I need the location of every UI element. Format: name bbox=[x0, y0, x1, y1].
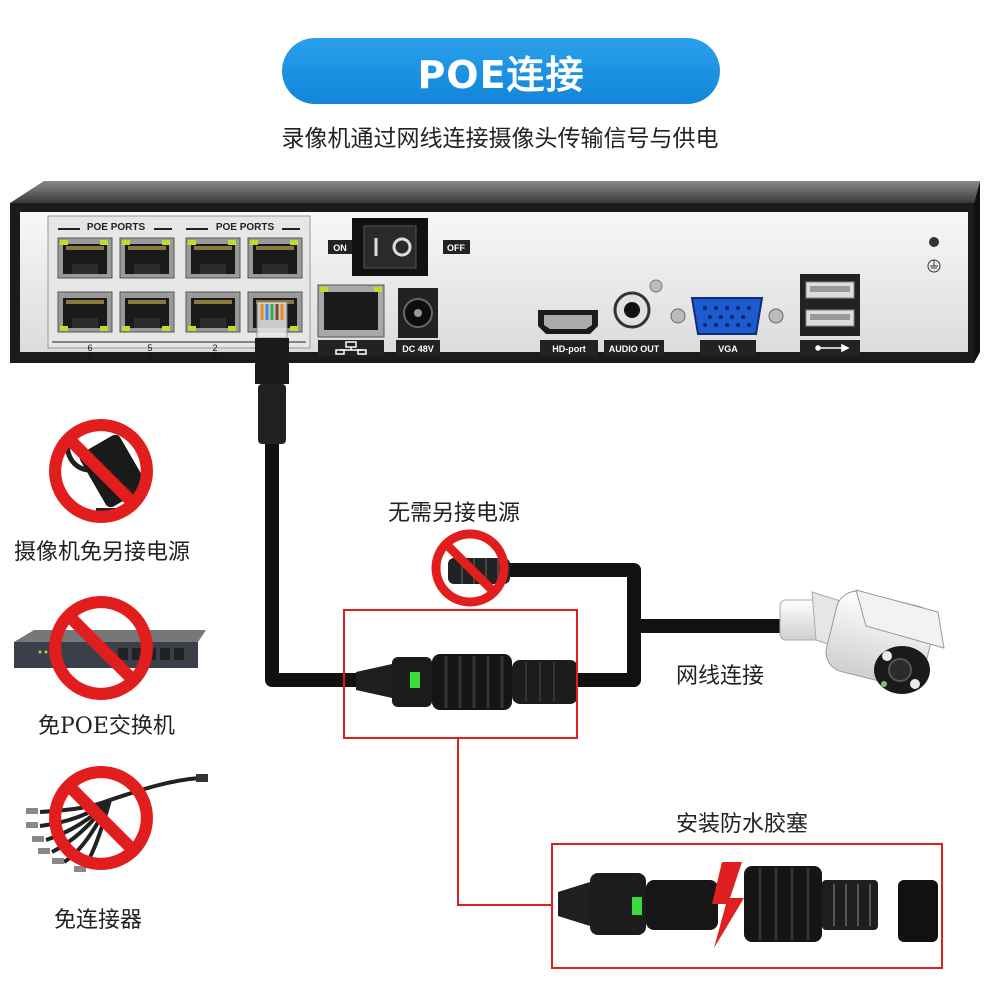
dc-power-label: DC 48V bbox=[402, 344, 434, 354]
waterproof-label: 安装防水胶塞 bbox=[676, 812, 809, 837]
port-number: 5 bbox=[147, 343, 152, 353]
bullet-camera bbox=[779, 589, 945, 694]
switch-on-label: ON bbox=[333, 243, 347, 253]
port-number: 8 bbox=[87, 352, 92, 362]
lightning-icon bbox=[712, 862, 744, 948]
hdmi-port bbox=[538, 310, 598, 356]
title-banner: POE连接 bbox=[282, 38, 720, 104]
splitter-tips bbox=[26, 774, 208, 872]
hdmi-label: HD-port bbox=[552, 344, 586, 354]
network-cable bbox=[265, 433, 797, 687]
network-icon bbox=[335, 341, 367, 355]
usb-icon bbox=[815, 343, 850, 353]
rj45-plug bbox=[255, 301, 289, 444]
network-label: 网线连接 bbox=[676, 664, 765, 689]
callout-line bbox=[457, 738, 552, 906]
vga-port bbox=[670, 297, 784, 356]
status-led bbox=[632, 897, 642, 915]
vga-label: VGA bbox=[718, 344, 738, 354]
port-number: 2 bbox=[212, 343, 217, 353]
dc-power-jack bbox=[396, 288, 440, 356]
ground-icon bbox=[927, 259, 941, 273]
nvr-recorder: POE PORTS POE PORTS 6 5 2 1 8 7 4 bbox=[10, 181, 980, 363]
page-subtitle: 录像机通过网线连接摄像头传输信号与供电 bbox=[281, 126, 719, 152]
switch-off-label: OFF bbox=[447, 243, 465, 253]
sidebar-item-label: 免连接器 bbox=[54, 908, 143, 933]
sidebar-item-label: 摄像机免另接电源 bbox=[14, 540, 191, 565]
port-number: 7 bbox=[147, 352, 152, 362]
audio-out-label: AUDIO OUT bbox=[609, 344, 660, 354]
port-number: 4 bbox=[212, 352, 217, 362]
status-led bbox=[410, 672, 420, 688]
waterproof-connector bbox=[356, 654, 578, 710]
power-switch bbox=[352, 218, 428, 276]
port-number: 6 bbox=[87, 343, 92, 353]
lan-port bbox=[317, 284, 385, 356]
sidebar-item-label: 免POE交换机 bbox=[38, 714, 175, 739]
port-leds bbox=[60, 240, 298, 331]
no-power-label: 无需另接电源 bbox=[388, 501, 521, 526]
audio-out-port bbox=[604, 279, 664, 356]
page-title: POE连接 bbox=[417, 52, 585, 97]
connector-highlight-box bbox=[343, 609, 578, 739]
poe-ports-label-left: POE PORTS bbox=[87, 222, 146, 233]
reset-hole bbox=[929, 237, 939, 247]
poe-ports-label-right: POE PORTS bbox=[216, 222, 275, 233]
waterproof-plug-detail bbox=[558, 862, 938, 948]
usb-ports bbox=[800, 274, 860, 356]
detail-highlight-box bbox=[551, 843, 943, 969]
